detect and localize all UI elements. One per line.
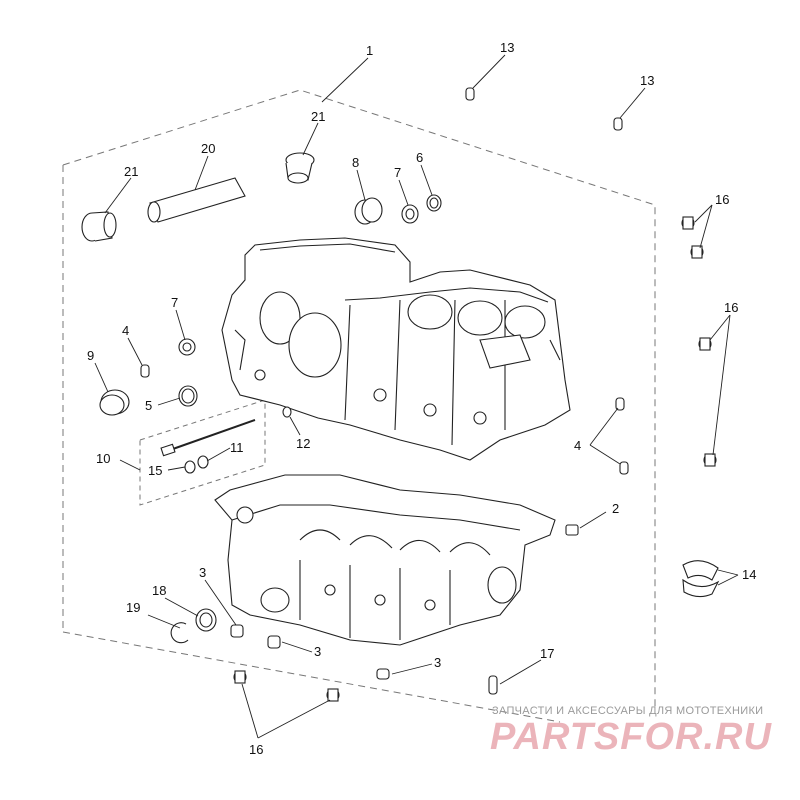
watermark-logo: PARTSFOR.RU [490,716,772,758]
tube-20 [147,177,246,223]
plug-16-e [233,670,247,684]
callout-19: 19 [126,600,140,615]
callout-14: 14 [742,567,756,582]
bearing-9 [99,389,130,416]
callout-3: 3 [434,655,441,670]
callout-13: 13 [500,40,514,55]
jet-3-a [230,624,244,638]
oring-5 [178,385,198,407]
bushing-21-right [285,152,315,184]
callout-2: 2 [612,501,619,516]
bolt-10 [160,419,256,457]
washer-11 [197,455,209,469]
ring-12 [282,406,292,418]
callout-21: 21 [311,109,325,124]
assembly-boundary [62,89,656,723]
leader-lines [94,54,739,739]
callout-21: 21 [124,164,138,179]
dowel-4-right-b [619,461,629,475]
dowel-4-right-a [615,397,625,411]
callout-16: 16 [715,192,729,207]
callout-16: 16 [724,300,738,315]
lower-crankcase [214,474,556,646]
bearing-shell-14 [682,560,720,598]
jet-3-c [376,668,390,680]
callout-20: 20 [201,141,215,156]
dowel-13-a [465,87,475,101]
callout-18: 18 [152,583,166,598]
callout-9: 9 [87,348,94,363]
dowel-13-b [613,117,623,131]
callout-3: 3 [314,644,321,659]
callout-16: 16 [249,742,263,757]
callout-1: 1 [366,43,373,58]
callout-labels: 1 13 13 21 20 21 8 7 6 16 16 7 4 9 5 12 … [87,40,756,757]
circlip-19 [170,622,189,644]
callout-6: 6 [416,150,423,165]
callout-7: 7 [394,165,401,180]
upper-crankcase [221,237,571,461]
callout-10: 10 [96,451,110,466]
seal-7-top [401,204,419,224]
plug-16-a [681,216,695,230]
jet-3-b [267,635,281,649]
callout-17: 17 [540,646,554,661]
callout-3: 3 [199,565,206,580]
plug-16-c [698,337,712,351]
dowel-17 [488,675,498,695]
callout-4: 4 [122,323,129,338]
seal-7-left [178,338,196,356]
washer-15 [184,460,196,474]
callout-5: 5 [145,398,152,413]
callout-8: 8 [352,155,359,170]
callout-11: 11 [230,440,244,455]
small-parts [81,87,720,702]
callout-7: 7 [171,295,178,310]
plug-16-b [690,245,704,259]
callout-13: 13 [640,73,654,88]
bushing-21-left [81,211,117,242]
plug-16-f [326,688,340,702]
plug-16-d [703,453,717,467]
ring-18 [195,608,217,632]
plug-2 [565,524,579,536]
callout-15: 15 [148,463,162,478]
callout-12: 12 [296,436,310,451]
callout-4: 4 [574,438,581,453]
dowel-4-left [140,364,150,378]
ring-6 [426,194,442,212]
watermark-tagline: ЗАПЧАСТИ И АКСЕССУАРЫ ДЛЯ МОТОТЕХНИКИ [492,705,764,717]
bearing-8 [354,197,383,225]
